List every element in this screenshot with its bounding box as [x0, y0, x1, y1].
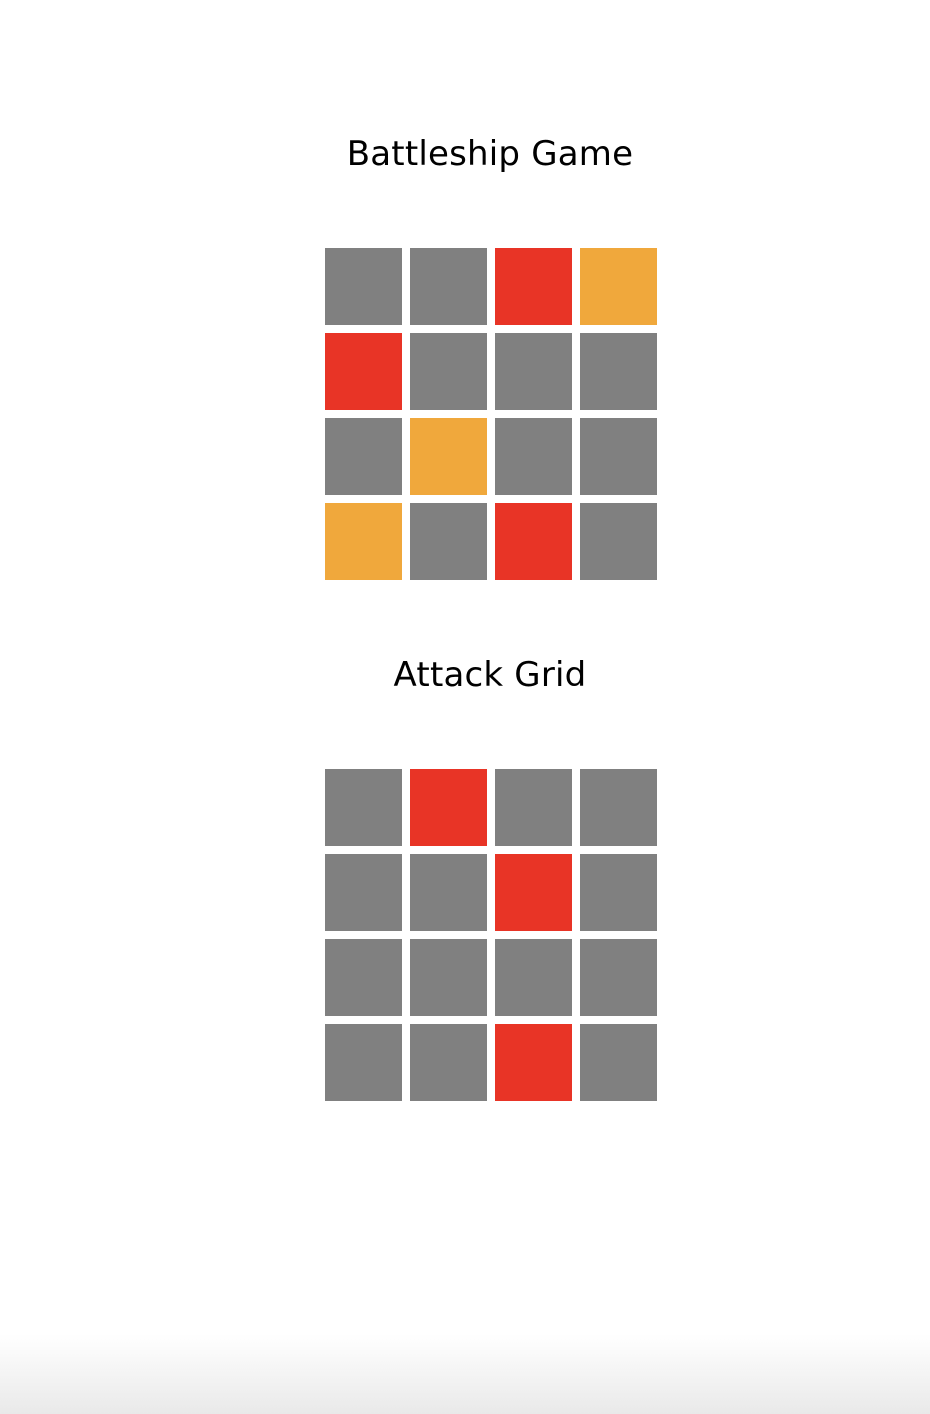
player-grid-cell-empty[interactable]: [410, 503, 487, 580]
attack-grid-cell-hit[interactable]: [495, 854, 572, 931]
player-grid-cell-hit[interactable]: [495, 248, 572, 325]
player-grid-cell-empty[interactable]: [495, 418, 572, 495]
attack-grid-cell-empty[interactable]: [325, 939, 402, 1016]
player-grid-cell-ship[interactable]: [410, 418, 487, 495]
attack-grid-cell-empty[interactable]: [325, 1024, 402, 1101]
player-grid-cell-empty[interactable]: [325, 418, 402, 495]
player-grid-cell-empty[interactable]: [410, 248, 487, 325]
player-grid-cell-empty[interactable]: [580, 333, 657, 410]
attack-grid-cell-empty[interactable]: [495, 769, 572, 846]
attack-grid-cell-empty[interactable]: [410, 854, 487, 931]
attack-grid-cell-empty[interactable]: [410, 1024, 487, 1101]
attack-grid-cell-empty[interactable]: [580, 854, 657, 931]
attack-grid-cell-empty[interactable]: [325, 769, 402, 846]
attack-grid: [325, 769, 657, 1101]
player-grid-cell-hit[interactable]: [325, 333, 402, 410]
page-title: Battleship Game: [346, 134, 634, 174]
attack-grid-cell-hit[interactable]: [495, 1024, 572, 1101]
attack-grid-cell-empty[interactable]: [495, 939, 572, 1016]
attack-grid-cell-empty[interactable]: [580, 939, 657, 1016]
attack-grid-cell-empty[interactable]: [580, 1024, 657, 1101]
player-grid-cell-empty[interactable]: [580, 503, 657, 580]
attack-grid-cell-empty[interactable]: [325, 854, 402, 931]
player-grid-cell-ship[interactable]: [325, 503, 402, 580]
player-grid-cell-empty[interactable]: [495, 333, 572, 410]
attack-grid-cell-empty[interactable]: [410, 939, 487, 1016]
player-grid-cell-empty[interactable]: [410, 333, 487, 410]
player-grid: [325, 248, 657, 580]
player-grid-cell-empty[interactable]: [325, 248, 402, 325]
player-grid-cell-empty[interactable]: [580, 418, 657, 495]
player-grid-cell-hit[interactable]: [495, 503, 572, 580]
bottom-fade: [0, 1334, 930, 1414]
player-grid-cell-ship[interactable]: [580, 248, 657, 325]
attack-grid-title: Attack Grid: [393, 655, 587, 695]
attack-grid-cell-empty[interactable]: [580, 769, 657, 846]
attack-grid-cell-hit[interactable]: [410, 769, 487, 846]
